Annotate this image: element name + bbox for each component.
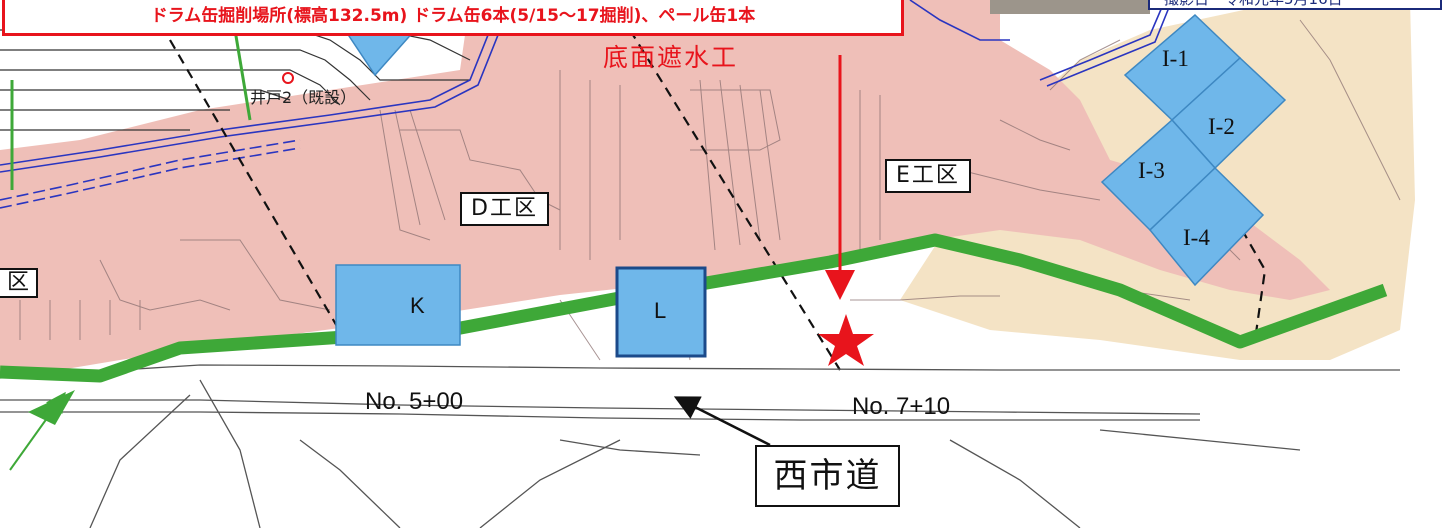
excavation-banner: ドラム缶掘削場所(標高132.5m) ドラム缶6本(5/15〜17掘削)、ペール… [2, 0, 904, 36]
parcel-i3-label: I-3 [1138, 158, 1165, 183]
red-circle-icon [282, 72, 294, 84]
parcel-top-block [343, 29, 417, 77]
parcel-k-label: K [410, 293, 425, 318]
zone-partial-label: 区 [0, 268, 38, 298]
parcel-i4-block [1148, 166, 1265, 287]
west-city-road-label: 西市道 [755, 445, 900, 507]
green-arrow-head [28, 390, 75, 425]
green-boundary-line [0, 233, 1388, 383]
parcel-i2-label: I-2 [1208, 114, 1235, 139]
parcel-l-block [615, 266, 707, 358]
red-star-icon [818, 314, 874, 366]
green-guide-lines [10, 29, 252, 190]
station-7-label: No. 7+10 [852, 393, 951, 420]
photo-date-caption: 撮影日 令和元年5月16日 [1148, 0, 1442, 10]
parcel-l-label: L [654, 298, 667, 323]
zone-d-label: D工区 [460, 192, 549, 226]
bottom-seal-label: 底面遮水工 [603, 43, 739, 72]
parcel-blocks [335, 13, 1287, 358]
well-label: 井戸2（既設） [250, 88, 357, 107]
station-5-label: No. 5+00 [365, 388, 464, 415]
parcel-i1-label: I-1 [1162, 46, 1189, 71]
embankment-area [0, 0, 1330, 372]
parcel-k-block [335, 264, 461, 346]
parcel-i4-label: I-4 [1183, 225, 1210, 250]
road-pointer-arrow [673, 396, 771, 447]
photo-inset [990, 0, 1150, 14]
road-lines [0, 364, 1400, 528]
zone-e-label: E工区 [885, 159, 971, 193]
